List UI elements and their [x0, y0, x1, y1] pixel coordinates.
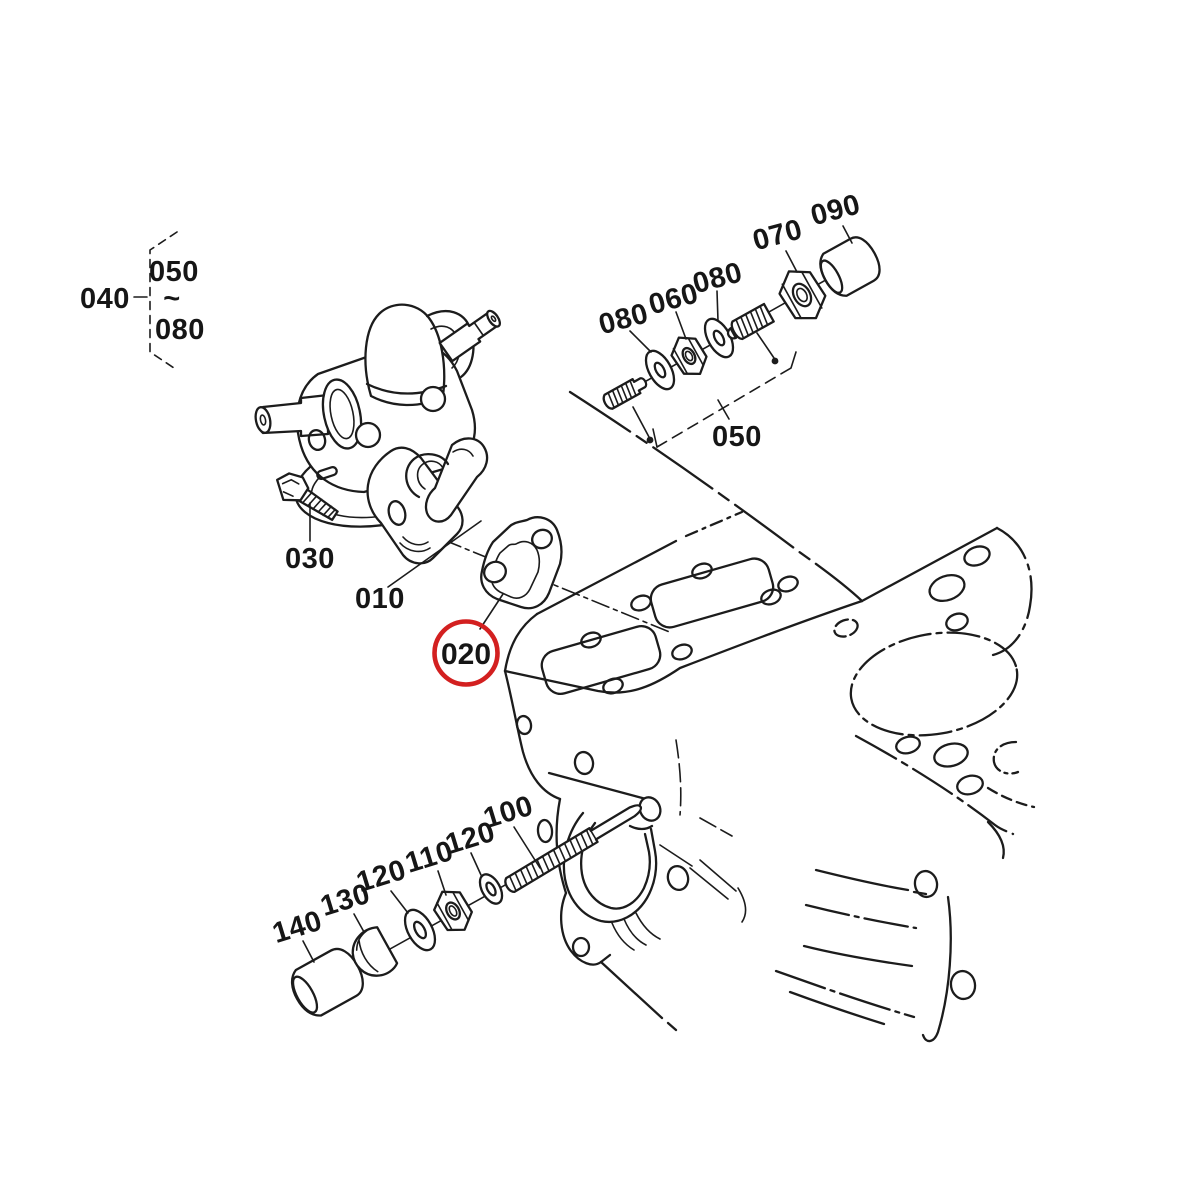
bracket-050-dashed [656, 367, 792, 448]
part-010-fuel-pump [254, 303, 502, 565]
callout-tilde: ~ [163, 283, 180, 315]
left-holes [515, 714, 595, 958]
face-top-edge-hidden [684, 510, 744, 538]
pump-outlet-pipe [438, 309, 502, 363]
leader-dot-b [771, 357, 779, 365]
leader-060 [675, 311, 687, 340]
callout-090-cap[interactable]: 090 [807, 188, 863, 232]
leader-130 [353, 913, 365, 933]
callout-140-cap[interactable]: 140 [269, 905, 326, 950]
part-060-nut [670, 336, 708, 376]
bracket-slot [399, 536, 431, 553]
bottom-right-edge [921, 895, 952, 1043]
lower-flange [560, 891, 612, 966]
boss-ridge [547, 771, 648, 801]
assembly-100-chain [290, 804, 643, 1017]
flange-hole [307, 428, 327, 452]
pump-mounting-bracket [366, 446, 464, 565]
callout-010-pump[interactable]: 010 [355, 583, 405, 615]
callout-040[interactable]: 040 [80, 283, 130, 315]
gasket-hole-left [483, 560, 507, 584]
callout-070-nut[interactable]: 070 [749, 213, 805, 257]
cooling-ribs [774, 868, 977, 1043]
leader-spring-dot [756, 332, 775, 359]
d-opening-inner [580, 821, 651, 910]
block-right-arc [991, 526, 1033, 657]
part-030-bolt [275, 472, 339, 542]
leader-090 [842, 225, 853, 244]
callout-020-gasket[interactable]: 020 [441, 638, 491, 671]
spout-strokes [611, 912, 661, 951]
stud-hole [638, 796, 662, 822]
pump-lever [424, 437, 489, 523]
ref-040-bracket [149, 231, 178, 371]
bracket-tick-right [790, 351, 797, 369]
assembly-050-chain [602, 225, 881, 448]
ref-bracket-040 [133, 231, 178, 371]
part-110-nut [433, 890, 473, 932]
part-120-washer-a [403, 908, 437, 952]
gasket-hole-top [531, 528, 553, 550]
leader-stud-dot [632, 406, 650, 438]
leader-100 [513, 826, 541, 869]
leader-020 [479, 593, 504, 630]
flange-slot [316, 465, 338, 481]
assembly-axis-line [443, 539, 673, 634]
callout-110-nut[interactable]: 110 [402, 835, 458, 880]
callout-080-range-end[interactable]: 080 [155, 314, 205, 346]
leader-120b [470, 852, 482, 876]
leader-070 [785, 250, 798, 273]
mid-right-edge [854, 734, 1015, 836]
callout-050-group[interactable]: 050 [712, 421, 762, 453]
leader-010 [387, 520, 482, 588]
cylinder-bore [849, 631, 1019, 737]
rocker-hook-outer [405, 453, 450, 499]
callout-080-washer-a[interactable]: 080 [595, 297, 651, 341]
block-left-edge [503, 669, 562, 801]
rocker-hook-inner [416, 460, 444, 490]
callout-080-washer-b[interactable]: 080 [689, 256, 745, 300]
part-130-cap-nut [351, 926, 399, 977]
leader-140 [302, 940, 315, 963]
face-left-edge [503, 612, 539, 673]
face-top-edge [535, 539, 678, 616]
part-070-nut [778, 270, 827, 320]
callout-130-cap-nut[interactable]: 130 [317, 878, 374, 923]
bracket-hole [387, 500, 407, 526]
part-090-cap [819, 236, 881, 297]
part-050-spring-stud [726, 302, 775, 341]
part-120-washer-b [478, 873, 504, 905]
block-top-right-edge [860, 526, 999, 603]
side-lug [659, 739, 747, 923]
lower-left-edge [555, 797, 568, 895]
leader-120a [390, 890, 409, 914]
boss-underline [628, 824, 654, 831]
port-opening-2 [649, 557, 775, 629]
pump-inlet-pipe [254, 378, 363, 450]
engine-block [503, 390, 1036, 1043]
leader-080b [716, 290, 719, 322]
lever-line [452, 448, 474, 457]
pump-dome-bump-a [354, 421, 382, 449]
pump-dome-bump-b [419, 385, 447, 413]
callout-050-range-start[interactable]: 050 [149, 256, 199, 288]
face-bottom-edge [503, 599, 864, 694]
part-140-cap [290, 947, 364, 1017]
leader-050-group [717, 399, 730, 420]
leader-110 [437, 870, 447, 896]
callouts: 040 050 ~ 080 080 060 080 070 090 050 03… [80, 188, 864, 950]
bracket-tick-left [652, 428, 658, 448]
part-100-stud [504, 804, 643, 894]
part-050-stud-short [602, 377, 648, 410]
head-holes [895, 545, 1036, 860]
gasket-inner-cutout [490, 540, 541, 599]
lower-diagonal [599, 960, 678, 1032]
face-bolt-holes [580, 562, 859, 695]
block-top-left-edge [568, 390, 864, 603]
highlight-circle-020 [432, 619, 500, 687]
part-020-gasket [479, 516, 563, 630]
leader-dot-a [646, 436, 654, 444]
callout-030-bolt[interactable]: 030 [285, 543, 335, 575]
leader-080a [629, 330, 652, 353]
